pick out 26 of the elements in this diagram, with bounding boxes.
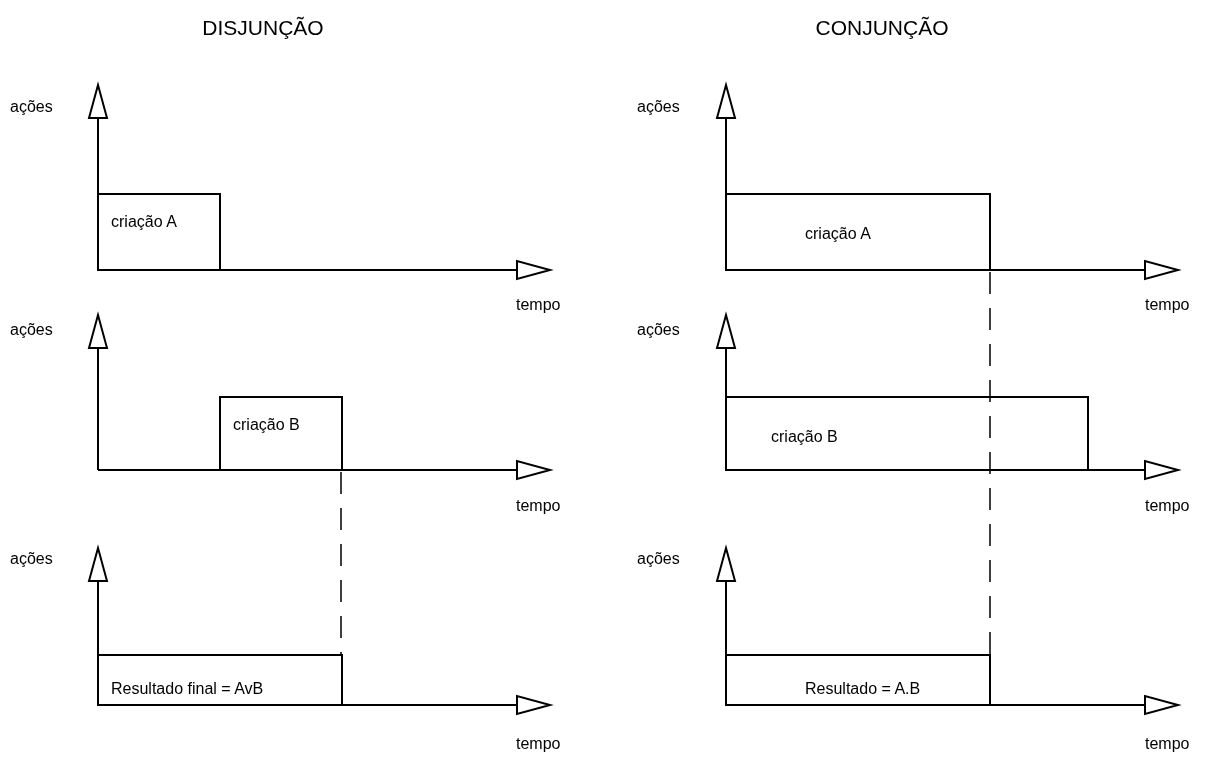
action-box — [725, 193, 991, 271]
axis-label: tempo — [1145, 497, 1190, 515]
action-box — [97, 193, 221, 271]
box-text: criação B — [233, 416, 300, 434]
axis-label: tempo — [1145, 296, 1190, 314]
panel-heading: CONJUNÇÃO — [815, 16, 949, 40]
action-box — [725, 654, 991, 706]
panel-heading: DISJUNÇÃO — [202, 16, 324, 40]
box-text: criação A — [111, 213, 177, 231]
box-text: Resultado final = AvB — [111, 680, 264, 698]
axis-label: tempo — [516, 497, 561, 515]
axis-label: ações — [637, 321, 680, 339]
axis-label: ações — [637, 550, 680, 568]
axis-label: tempo — [516, 735, 561, 753]
axis-label: tempo — [1145, 735, 1190, 753]
axis-label: ações — [10, 321, 53, 339]
action-box — [219, 396, 343, 471]
action-box — [97, 654, 343, 706]
axis-label: ações — [637, 98, 680, 116]
axis-label: tempo — [516, 296, 561, 314]
box-text: criação A — [805, 225, 871, 243]
axis-label: ações — [10, 550, 53, 568]
box-text: criação B — [771, 428, 838, 446]
box-text: Resultado = A.B — [805, 680, 921, 698]
action-box — [725, 396, 1089, 471]
axis-label: ações — [10, 98, 53, 116]
